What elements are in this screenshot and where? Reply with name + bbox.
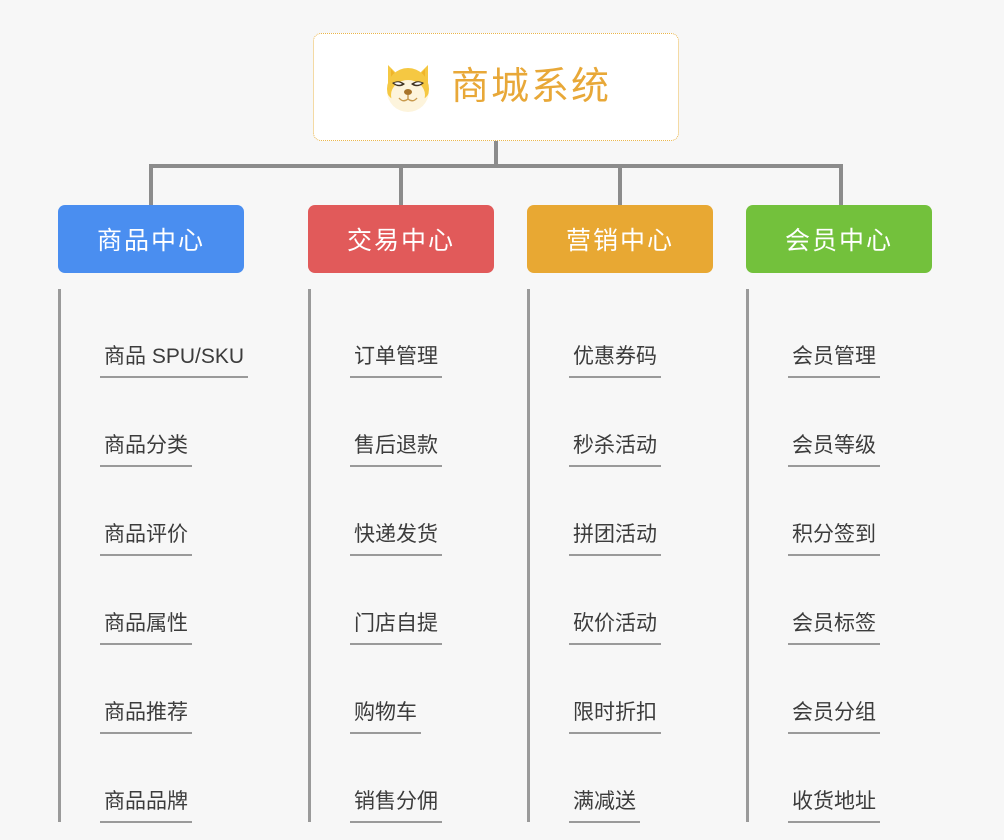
leaf-item[interactable]: 优惠券码 [527, 289, 713, 378]
leaf-item[interactable]: 积分签到 [746, 467, 932, 556]
leaf-item[interactable]: 商品品牌 [58, 734, 244, 823]
leaf-item-label: 优惠券码 [569, 344, 661, 378]
leaf-item[interactable]: 满减送 [527, 734, 713, 823]
leaf-item[interactable]: 快递发货 [308, 467, 494, 556]
leaf-item[interactable]: 拼团活动 [527, 467, 713, 556]
category-header-label: 会员中心 [784, 227, 893, 255]
leaf-trunk-line [58, 289, 61, 822]
leaf-item-label: 会员分组 [788, 700, 880, 734]
leaf-item[interactable]: 收货地址 [746, 734, 932, 823]
leaf-item[interactable]: 购物车 [308, 645, 494, 734]
leaf-item-label: 收货地址 [788, 789, 880, 823]
leaf-item-label: 商品 SPU/SKU [100, 344, 249, 378]
root-node-title: 商城系统 [450, 66, 611, 108]
leaf-item-label: 商品评价 [100, 522, 192, 556]
leaf-item[interactable]: 商品属性 [58, 556, 244, 645]
category-header-label: 交易中心 [346, 227, 455, 255]
leaf-item-label: 会员等级 [788, 433, 880, 467]
leaf-item-label: 售后退款 [350, 433, 442, 467]
leaf-item[interactable]: 商品 SPU/SKU [58, 289, 249, 378]
leaf-item-label: 商品推荐 [100, 700, 192, 734]
leaf-item[interactable]: 限时折扣 [527, 645, 713, 734]
leaf-list-member: 会员管理 会员等级 积分签到 会员标签 会员分组 收货地址 [746, 289, 932, 823]
leaf-trunk-line [308, 289, 311, 822]
leaf-item[interactable]: 会员管理 [746, 289, 932, 378]
category-header-product[interactable]: 商品中心 [58, 205, 244, 273]
leaf-item-label: 门店自提 [350, 611, 442, 645]
leaf-trunk-line [746, 289, 749, 822]
leaf-item-label: 积分签到 [788, 522, 880, 556]
leaf-item[interactable]: 商品推荐 [58, 645, 244, 734]
leaf-item-label: 会员标签 [788, 611, 880, 645]
category-header-member[interactable]: 会员中心 [746, 205, 932, 273]
leaf-item-label: 满减送 [569, 789, 640, 823]
leaf-item[interactable]: 商品分类 [58, 378, 244, 467]
category-header-transaction[interactable]: 交易中心 [308, 205, 494, 273]
connector-root-stem [494, 141, 498, 166]
category-header-label: 商品中心 [96, 227, 205, 255]
connector-horizontal-bus [149, 164, 843, 168]
category-column-product: 商品中心 商品 SPU/SKU 商品分类 商品评价 商品属性 商品推荐 商品品牌 [58, 205, 249, 823]
leaf-list-marketing: 优惠券码 秒杀活动 拼团活动 砍价活动 限时折扣 满减送 [527, 289, 713, 823]
connector-drop-1 [149, 164, 153, 206]
leaf-list-product: 商品 SPU/SKU 商品分类 商品评价 商品属性 商品推荐 商品品牌 [58, 289, 249, 823]
leaf-item[interactable]: 会员分组 [746, 645, 932, 734]
leaf-item-label: 销售分佣 [350, 789, 442, 823]
category-header-marketing[interactable]: 营销中心 [527, 205, 713, 273]
leaf-item-label: 会员管理 [788, 344, 880, 378]
connector-drop-2 [399, 164, 403, 206]
leaf-item-label: 购物车 [350, 700, 421, 734]
category-column-member: 会员中心 会员管理 会员等级 积分签到 会员标签 会员分组 收货地址 [746, 205, 932, 823]
leaf-item[interactable]: 砍价活动 [527, 556, 713, 645]
leaf-item[interactable]: 门店自提 [308, 556, 494, 645]
category-column-transaction: 交易中心 订单管理 售后退款 快递发货 门店自提 购物车 销售分佣 [308, 205, 494, 823]
leaf-list-transaction: 订单管理 售后退款 快递发货 门店自提 购物车 销售分佣 [308, 289, 494, 823]
leaf-item-label: 快递发货 [350, 522, 442, 556]
leaf-item[interactable]: 秒杀活动 [527, 378, 713, 467]
shiba-inu-icon [386, 65, 429, 112]
leaf-item-label: 秒杀活动 [569, 433, 661, 467]
connector-drop-4 [839, 164, 843, 206]
root-node-mall-system[interactable]: 商城系统 [313, 33, 679, 141]
leaf-item-label: 限时折扣 [569, 700, 661, 734]
leaf-item-label: 砍价活动 [569, 611, 661, 645]
category-header-label: 营销中心 [565, 227, 674, 255]
leaf-trunk-line [527, 289, 530, 822]
leaf-item-label: 拼团活动 [569, 522, 661, 556]
leaf-item-label: 商品属性 [100, 611, 192, 645]
leaf-item[interactable]: 销售分佣 [308, 734, 494, 823]
leaf-item[interactable]: 商品评价 [58, 467, 244, 556]
leaf-item[interactable]: 订单管理 [308, 289, 494, 378]
leaf-item[interactable]: 会员标签 [746, 556, 932, 645]
leaf-item-label: 订单管理 [350, 344, 442, 378]
category-column-marketing: 营销中心 优惠券码 秒杀活动 拼团活动 砍价活动 限时折扣 满减送 [527, 205, 713, 823]
leaf-item-label: 商品品牌 [100, 789, 192, 823]
leaf-item[interactable]: 会员等级 [746, 378, 932, 467]
leaf-item[interactable]: 售后退款 [308, 378, 494, 467]
leaf-item-label: 商品分类 [100, 433, 192, 467]
connector-drop-3 [618, 164, 622, 206]
